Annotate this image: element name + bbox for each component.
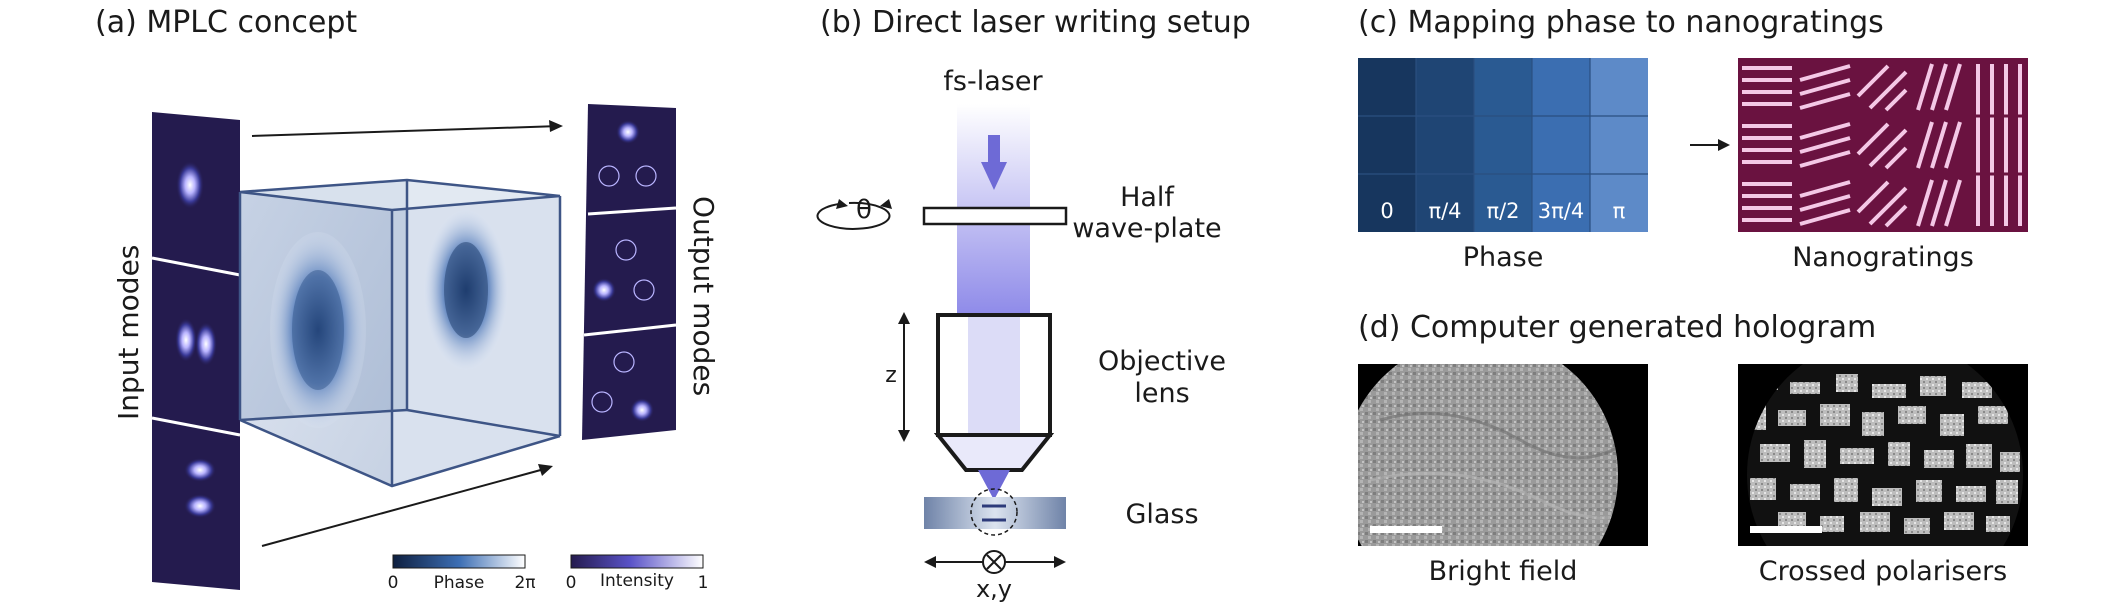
panel-b-title: (b) Direct laser writing setup	[820, 5, 1251, 40]
focus-region	[970, 488, 1018, 536]
panel-c-title: (c) Mapping phase to nanogratings	[1358, 5, 1884, 40]
input-mode-spot	[184, 458, 216, 482]
panel-a: (a) MPLC concept Input modes	[95, 5, 720, 593]
xy-label: x,y	[976, 575, 1012, 603]
objective-label-line1: Objective	[1098, 346, 1226, 377]
phase-hologram	[270, 232, 366, 428]
intensity-colorbar: 0 Intensity 1	[566, 554, 709, 593]
mplc-cube	[238, 178, 562, 488]
bright-field-caption: Bright field	[1429, 556, 1578, 587]
theta-label: θ	[856, 195, 872, 225]
input-mode-spot	[175, 318, 197, 362]
phase-value-3: 3π/4	[1538, 199, 1584, 223]
phase-value-0: 0	[1380, 199, 1393, 223]
scale-bar	[1370, 526, 1442, 533]
crossed-polarisers-image	[1738, 364, 2028, 546]
input-mode-spot	[184, 494, 216, 518]
output-mode-strip	[582, 104, 677, 440]
panel-c: (c) Mapping phase to nanogratings 0 π/4 …	[1358, 5, 2028, 273]
crossed-polarisers-caption: Crossed polarisers	[1759, 556, 2008, 587]
phase-value-4: π	[1613, 199, 1626, 223]
z-label: z	[885, 363, 897, 388]
beam-direction-arrow	[981, 162, 1007, 190]
glass-label: Glass	[1125, 499, 1198, 530]
output-mode-spot	[616, 120, 640, 144]
panel-d-title: (d) Computer generated hologram	[1358, 310, 1876, 345]
bright-field-image	[1358, 364, 1648, 546]
nanograting-grid	[1738, 58, 2028, 232]
intensity-colorbar-min: 0	[566, 573, 577, 593]
intensity-colorbar-max: 1	[698, 573, 709, 593]
panel-a-title: (a) MPLC concept	[95, 5, 357, 40]
glass-sample	[924, 497, 1066, 529]
output-mode-spot	[592, 278, 616, 302]
waveplate-label-line2: wave-plate	[1072, 213, 1221, 244]
phase-colorbar-min: 0	[388, 573, 399, 593]
fs-laser-label: fs-laser	[943, 66, 1043, 97]
input-modes-label: Input modes	[112, 245, 145, 420]
phase-value-1: π/4	[1428, 199, 1461, 223]
input-mode-spot	[176, 161, 204, 209]
phase-colorbar: 0 Phase 2π	[388, 554, 536, 593]
output-mode-spot	[630, 398, 654, 422]
nanograting-caption: Nanogratings	[1792, 242, 1974, 273]
rotation-arrow-icon	[816, 201, 891, 230]
input-mode-strip	[151, 112, 241, 590]
top-arrow	[251, 125, 561, 137]
phase-grid: 0 π/4 π/2 3π/4 π	[1358, 58, 1648, 232]
phase-colorbar-label: Phase	[434, 573, 485, 593]
objective-label-line2: lens	[1134, 378, 1189, 409]
scale-bar	[1750, 526, 1822, 533]
beam-in-objective	[968, 314, 1020, 438]
bottom-arrow	[261, 467, 549, 547]
output-modes-label: Output modes	[687, 196, 720, 396]
panel-d: (d) Computer generated hologram Bright f…	[1358, 310, 2028, 587]
panel-b: (b) Direct laser writing setup fs-laser …	[816, 5, 1251, 603]
phase-value-2: π/2	[1486, 199, 1519, 223]
input-mode-spot	[195, 322, 217, 366]
intensity-colorbar-label: Intensity	[600, 571, 674, 591]
phase-caption: Phase	[1463, 242, 1544, 273]
phase-colorbar-max: 2π	[514, 573, 535, 593]
half-wave-plate	[922, 206, 1068, 226]
waveplate-label-line1: Half	[1120, 182, 1175, 213]
